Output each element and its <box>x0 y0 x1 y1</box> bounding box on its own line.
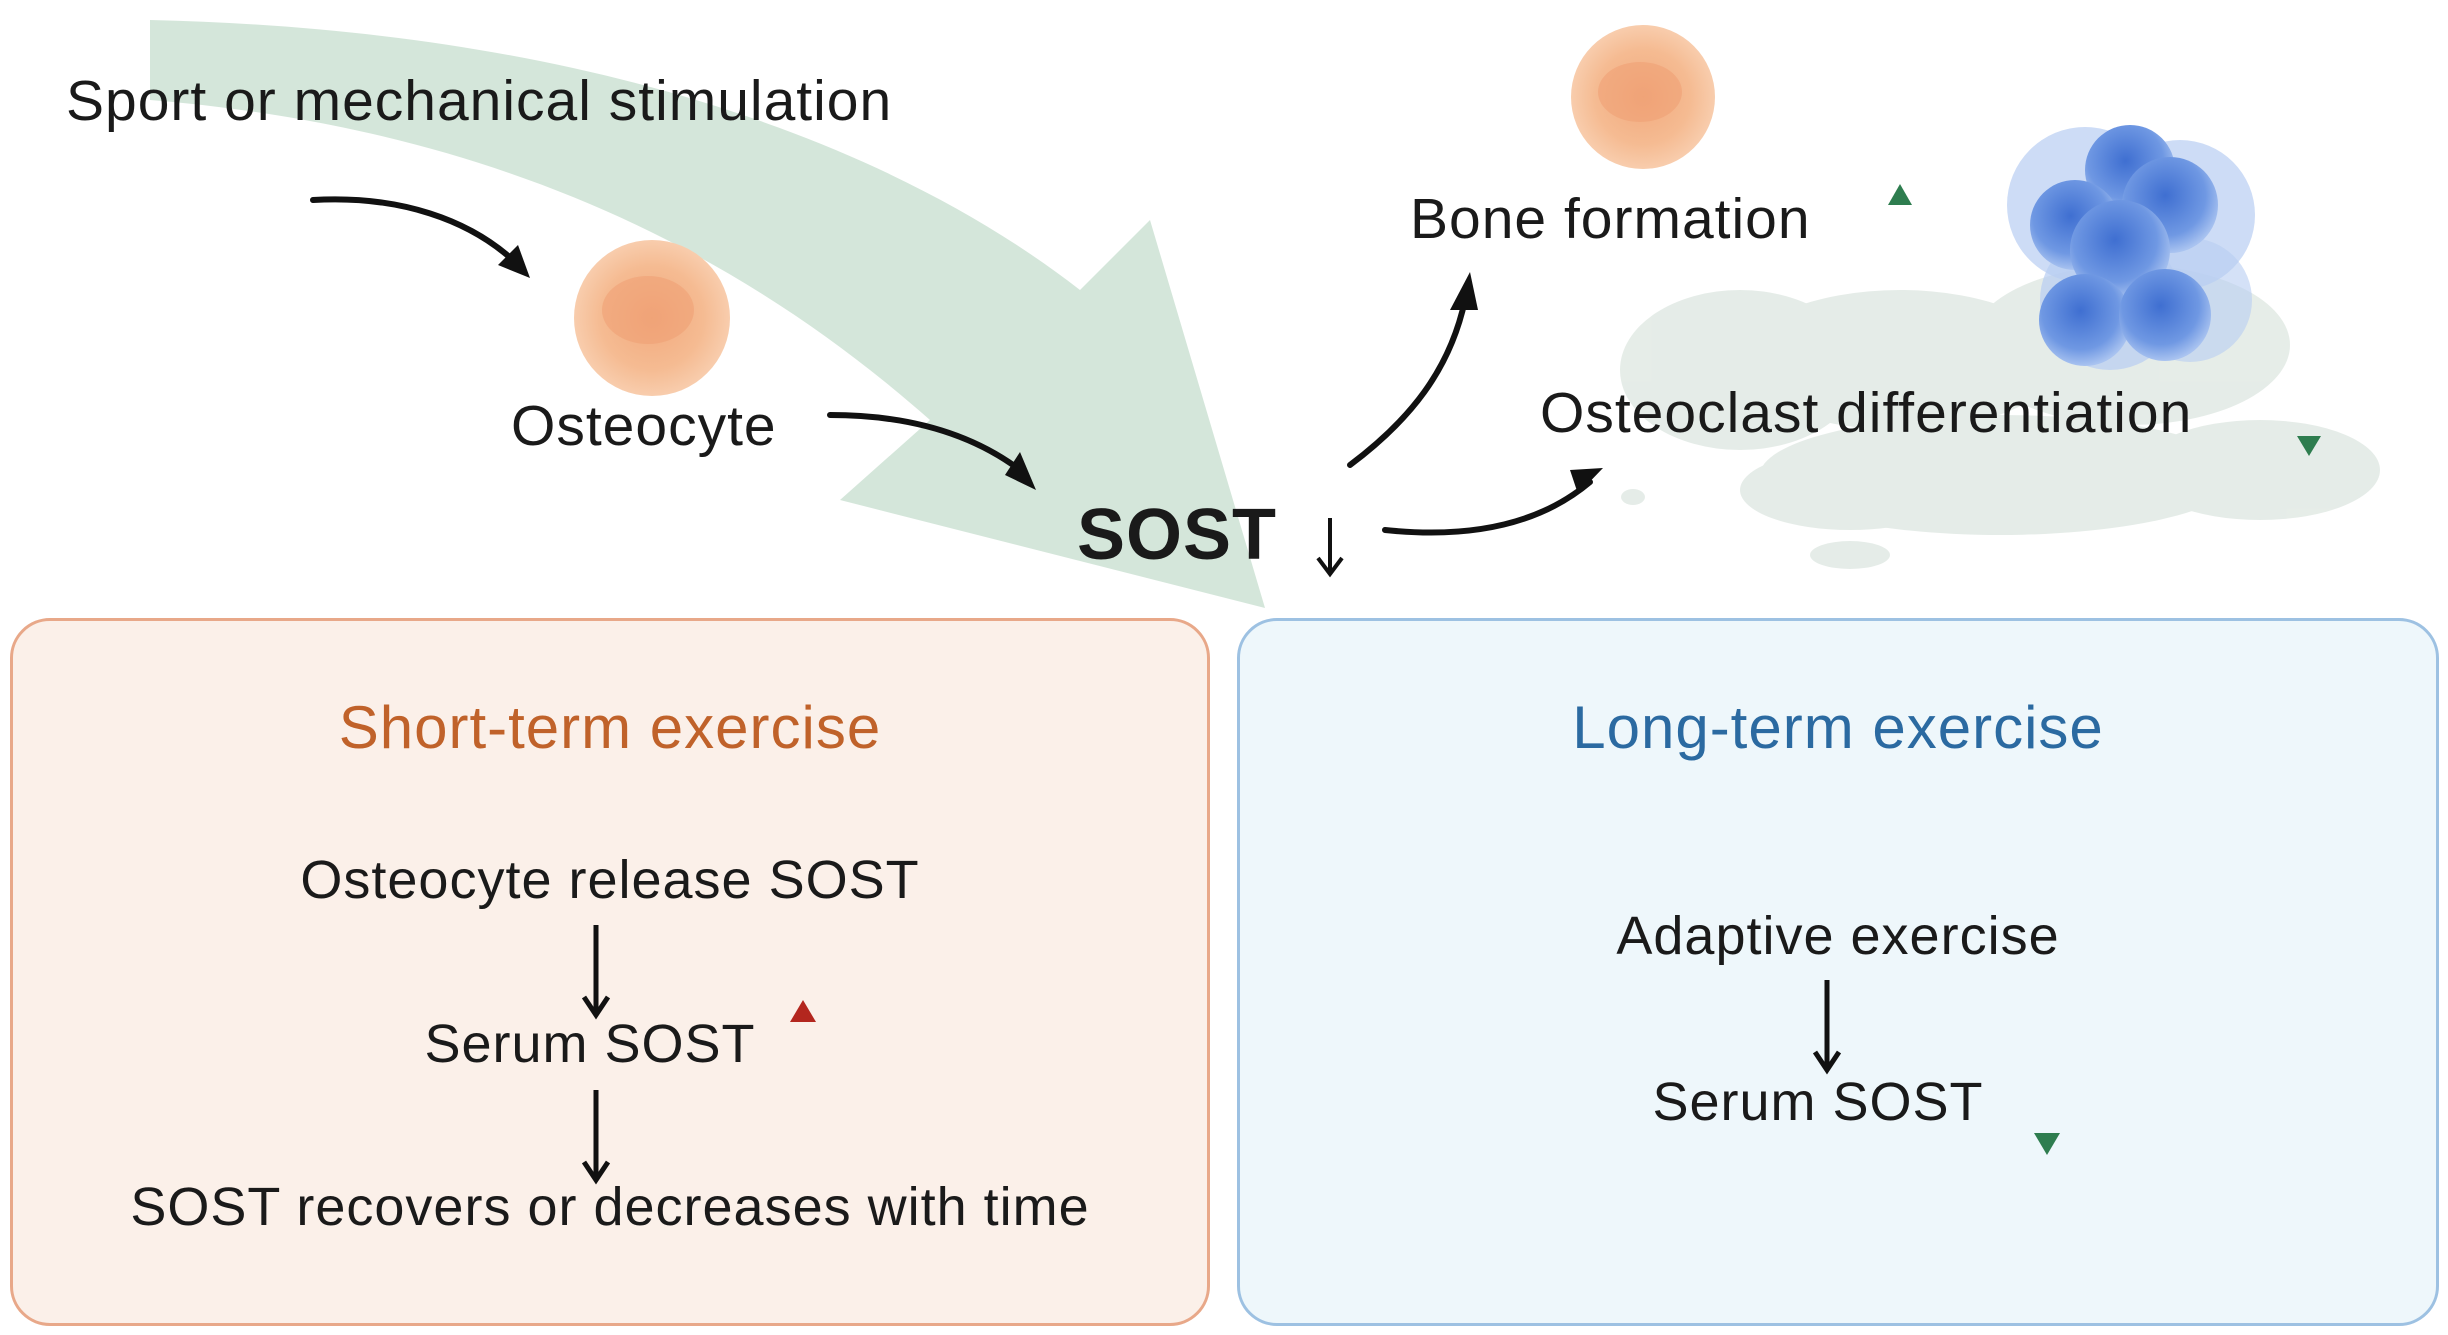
down-arrow-icon <box>1812 980 1842 1075</box>
long-term-panel: Long-term exercise Adaptive exercise Ser… <box>1237 618 2439 1326</box>
osteoclast-cluster-icon <box>2007 125 2255 370</box>
arrowhead-icon <box>498 245 530 278</box>
stimulus-to-osteocyte-arrow <box>310 196 518 265</box>
long-term-title: Long-term exercise <box>1572 694 2104 761</box>
short-term-panel: Short-term exercise Osteocyte release SO… <box>10 618 1210 1326</box>
long-term-step-2: Serum SOST <box>1652 1072 1984 1132</box>
sost-to-bone-formation-arrow <box>1347 297 1468 468</box>
short-term-step-2: Serum SOST <box>424 1014 756 1074</box>
sost-label: SOST <box>1077 495 1278 575</box>
osteocyte-label: Osteocyte <box>511 394 777 458</box>
up-arrow-icon <box>1888 184 1912 268</box>
flow-arrows <box>310 196 1593 536</box>
arrowhead-icon <box>1450 272 1478 310</box>
arrowhead-icon <box>1005 452 1036 490</box>
down-arrow-icon <box>581 1090 611 1185</box>
arrowhead-icon <box>1570 468 1603 494</box>
osteocyte-cell-icon <box>574 240 730 396</box>
stimulus-label: Sport or mechanical stimulation <box>66 69 893 133</box>
short-term-step-1: Osteocyte release SOST <box>300 850 920 910</box>
bone-formation-cell-icon <box>1571 25 1715 169</box>
down-arrow-icon <box>2034 1065 2060 1155</box>
osteocyte-to-sost-arrow <box>827 412 1023 473</box>
short-term-step-3: SOST recovers or decreases with time <box>130 1177 1090 1237</box>
down-arrow-icon <box>2297 385 2321 456</box>
bone-formation-label: Bone formation <box>1410 187 1811 251</box>
long-term-step-1: Adaptive exercise <box>1616 906 2060 966</box>
down-arrow-icon <box>1316 518 1344 578</box>
up-arrow-icon <box>790 1000 816 1092</box>
big-stimulus-arrow <box>150 20 1265 608</box>
short-term-title: Short-term exercise <box>338 694 882 761</box>
sost-to-osteoclast-arrow <box>1382 479 1593 536</box>
osteoclast-differentiation-label: Osteoclast differentiation <box>1540 381 2193 445</box>
down-arrow-icon <box>581 925 611 1020</box>
